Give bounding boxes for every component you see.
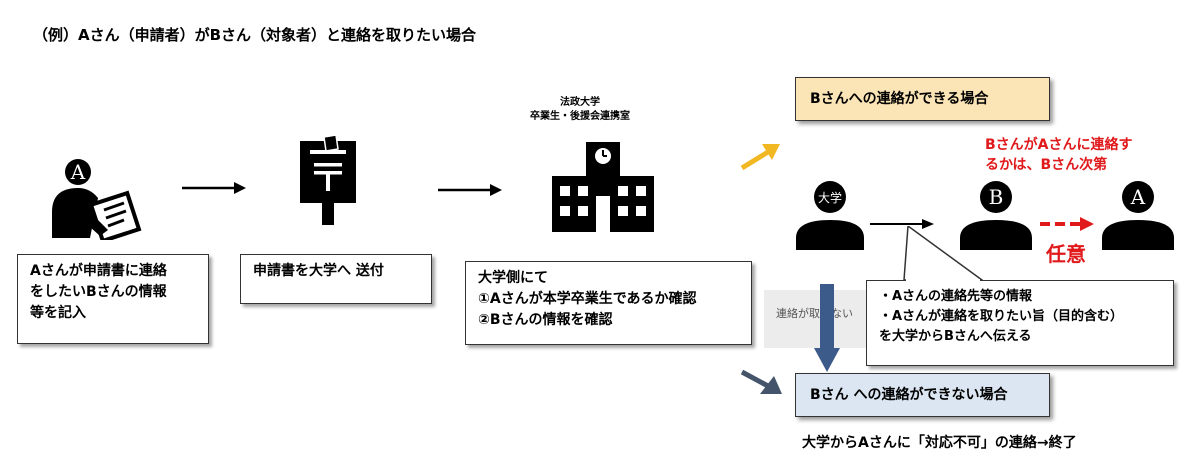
- arrow-down-right-icon: [740, 369, 782, 394]
- info-callout-box: ・Aさんの連絡先等の情報 ・Aさんが連絡を取りたい旨（目的含む） を大学からBさ…: [866, 280, 1174, 366]
- arrow-right-icon: [870, 219, 934, 229]
- person-a-label: A: [1130, 185, 1146, 209]
- institution-office: 卒業生・後援会連携室: [530, 111, 630, 122]
- callout-join: [906, 279, 980, 282]
- step2-box: 申請書を大学へ 送付: [240, 254, 432, 304]
- person-a-icon: A: [1102, 181, 1174, 250]
- step2-line: 申請書を大学へ 送付: [253, 263, 384, 279]
- info-line: を大学からBさんへ伝える: [879, 329, 1032, 344]
- arrow-up-right-icon: [740, 144, 780, 171]
- institution-label: 法政大学 卒業生・後援会連携室: [520, 96, 640, 124]
- institution-name: 法政大学: [560, 97, 600, 108]
- diagram-title: （例）Aさん（申請者）がBさん（対象者）と連絡を取りたい場合: [33, 26, 477, 44]
- arrow-right-icon: [438, 184, 502, 196]
- b-decides-line: るかは、Bさん次第: [985, 157, 1108, 173]
- postbox-icon: [300, 135, 356, 225]
- step3-line: ①Aさんが本学卒業生であるか確認: [478, 291, 697, 307]
- cannot-contact-band: [764, 290, 874, 348]
- contact-impossible-box: Bさん への連絡ができない場合: [795, 373, 1050, 417]
- step3-box: 大学側にて ①Aさんが本学卒業生であるか確認 ②Bさんの情報を確認: [465, 261, 752, 345]
- person-a-writing-icon: A: [52, 159, 142, 240]
- step1-line: をしたいBさんの情報: [30, 284, 167, 300]
- university-staff-icon: 大学: [796, 181, 864, 250]
- step3-line: 大学側にて: [478, 270, 548, 286]
- step3-line: ②Bさんの情報を確認: [478, 312, 613, 328]
- university-building-icon: [552, 142, 654, 232]
- univ-person-label: 大学: [818, 190, 842, 205]
- contact-possible-box: Bさんへの連絡ができる場合: [795, 77, 1050, 121]
- final-note: 大学からAさんに「対応不可」の連絡→終了: [802, 435, 1077, 451]
- step1-line: Aさんが申請書に連絡: [30, 263, 167, 279]
- person-b-label: B: [989, 185, 1004, 209]
- step1-box: Aさんが申請書に連絡 をしたいBさんの情報 等を記入: [17, 254, 209, 344]
- info-line: ・Aさんが連絡を取りたい旨（目的含む）: [879, 309, 1124, 324]
- arrow-down-icon: [814, 284, 840, 372]
- b-decides-line: BさんがAさんに連絡す: [985, 137, 1133, 153]
- person-b-icon: B: [960, 181, 1032, 250]
- step1-line: 等を記入: [30, 305, 86, 321]
- b-decides-note: BさんがAさんに連絡す るかは、Bさん次第: [985, 135, 1133, 175]
- arrow-right-icon: [182, 182, 246, 194]
- person-a-label: A: [70, 160, 86, 184]
- optional-arrow-icon: [1040, 217, 1094, 231]
- optional-label: 任意: [1046, 242, 1086, 266]
- info-line: ・Aさんの連絡先等の情報: [879, 289, 1033, 304]
